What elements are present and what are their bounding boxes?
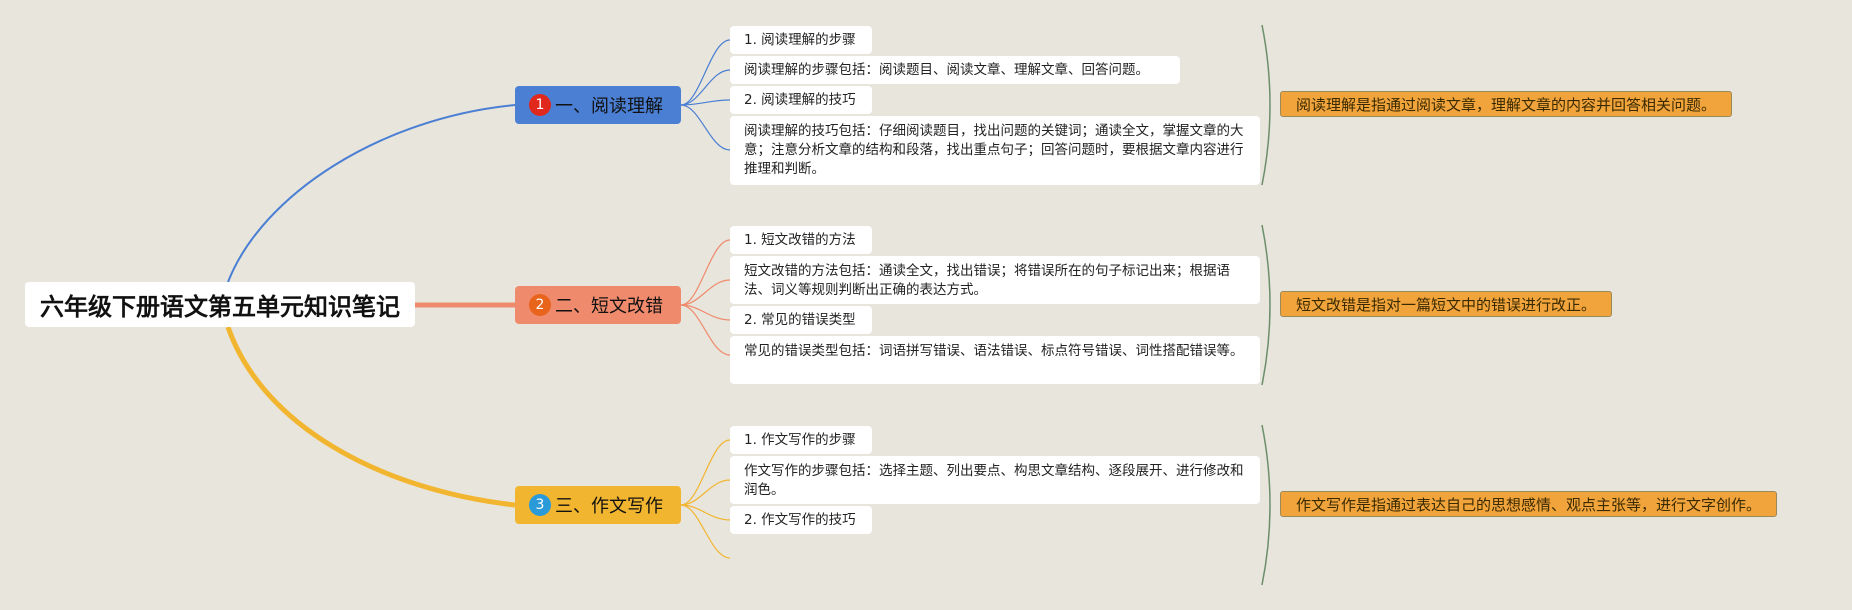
root-topic[interactable]: 六年级下册语文第五单元知识笔记 (25, 282, 415, 327)
branch-3-summary-bracket (1261, 424, 1271, 586)
branch-3-label: 三、作文写作 (555, 496, 663, 517)
branch-2-leaf-connectors (680, 239, 731, 356)
branch-1-item-2[interactable]: 阅读理解的步骤包括：阅读题目、阅读文章、理解文章、回答问题。 (730, 56, 1180, 84)
branch-3-item-2[interactable]: 作文写作的步骤包括：选择主题、列出要点、构思文章结构、逐段展开、进行修改和润色。 (730, 456, 1260, 504)
branch-2-item-4[interactable]: 常见的错误类型包括：词语拼写错误、语法错误、标点符号错误、词性搭配错误等。 (730, 336, 1260, 384)
branch-2-number-badge: 2 (529, 294, 551, 316)
branch-3-leaf-connectors (680, 439, 731, 559)
branch-1-item-3[interactable]: 2. 阅读理解的技巧 (730, 86, 872, 114)
branch-1-summary[interactable]: 阅读理解是指通过阅读文章，理解文章的内容并回答相关问题。 (1280, 91, 1733, 117)
branch-1-number-badge: 1 (529, 94, 551, 116)
branch-1-topic[interactable]: 1 一、阅读理解 (515, 86, 681, 124)
branch-2-summary[interactable]: 短文改错是指对一篇短文中的错误进行改正。 (1280, 291, 1613, 317)
branch-3-item-1[interactable]: 1. 作文写作的步骤 (730, 426, 872, 454)
branch-2-label: 二、短文改错 (555, 296, 663, 317)
root-to-branch-1-line (227, 104, 516, 283)
root-to-branch-3-line (225, 326, 516, 508)
branch-2-topic[interactable]: 2 二、短文改错 (515, 286, 681, 324)
branch-2-summary-bracket (1261, 224, 1271, 386)
branch-3-summary[interactable]: 作文写作是指通过表达自己的思想感情、观点主张等，进行文字创作。 (1280, 491, 1778, 517)
branch-2-item-1[interactable]: 1. 短文改错的方法 (730, 226, 872, 254)
branch-2-item-3[interactable]: 2. 常见的错误类型 (730, 306, 872, 334)
branch-2-item-2[interactable]: 短文改错的方法包括：通读全文，找出错误；将错误所在的句子标记出来；根据语法、词义… (730, 256, 1260, 304)
branch-1-leaf-connectors (680, 39, 731, 151)
branch-1-item-4[interactable]: 阅读理解的技巧包括：仔细阅读题目，找出问题的关键词；通读全文，掌握文章的大意；注… (730, 116, 1260, 185)
branch-3-number-badge: 3 (529, 494, 551, 516)
branch-3-item-3[interactable]: 2. 作文写作的技巧 (730, 506, 872, 534)
branch-1-item-1[interactable]: 1. 阅读理解的步骤 (730, 26, 872, 54)
branch-3-topic[interactable]: 3 三、作文写作 (515, 486, 681, 524)
branch-1-label: 一、阅读理解 (555, 96, 663, 117)
branch-1-summary-bracket (1261, 24, 1271, 186)
